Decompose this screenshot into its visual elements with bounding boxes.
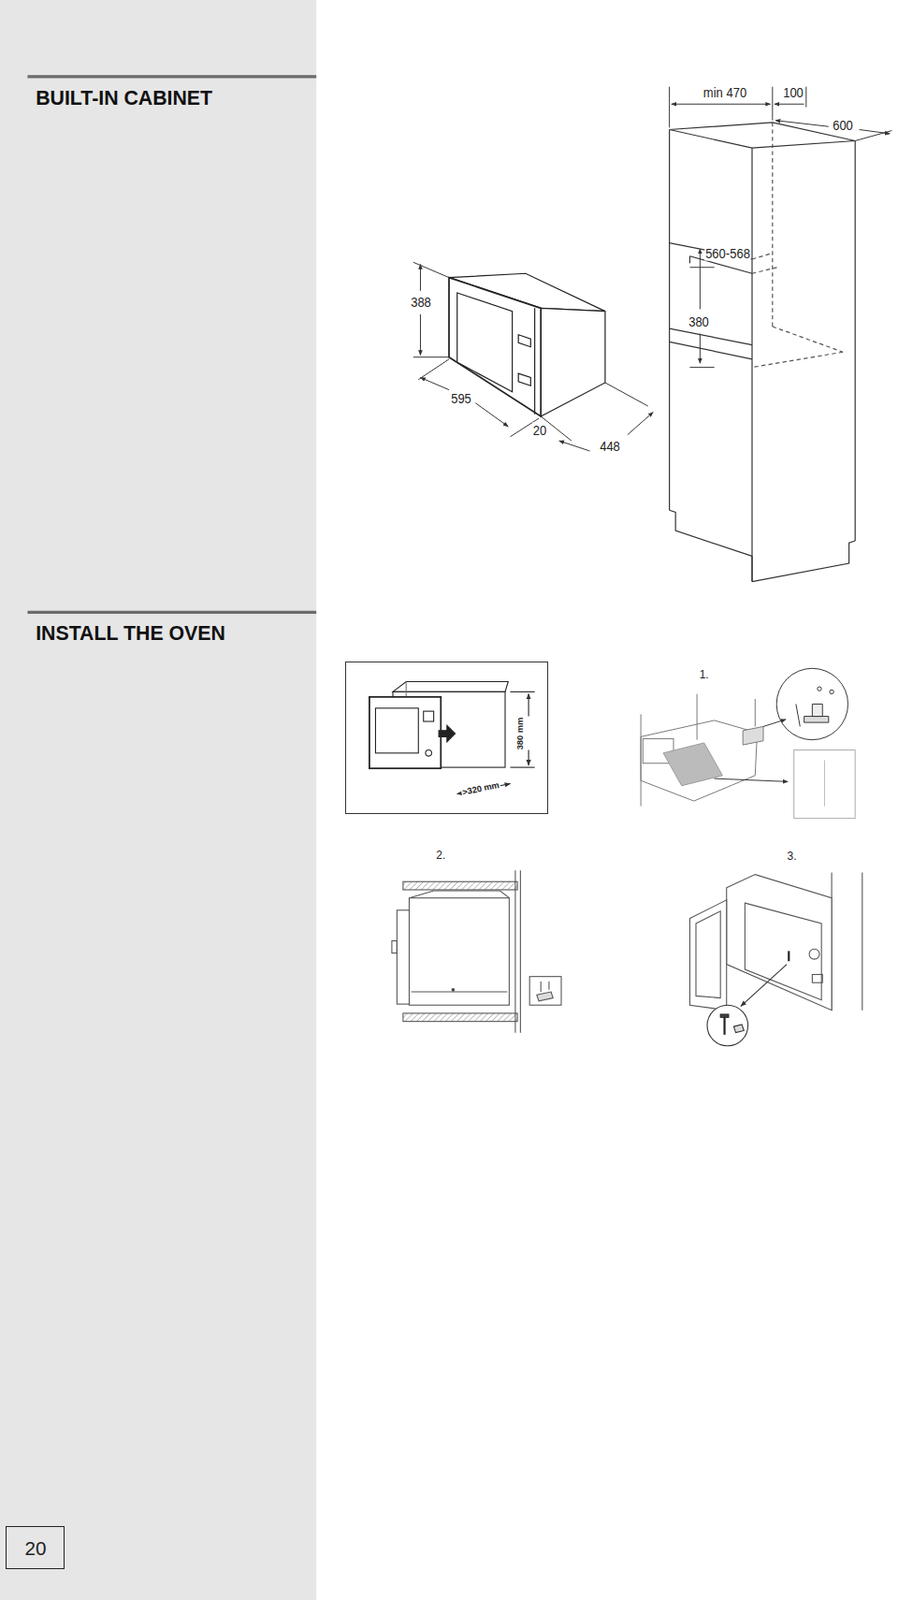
dimension-label: 448 (599, 437, 622, 454)
section-heading: INSTALL THE OVEN (35, 622, 226, 645)
node-text: 20 (25, 1536, 47, 1559)
microwave-drawing (449, 273, 606, 417)
page-number-box: 20 (5, 1525, 65, 1569)
step-number: 2. (435, 850, 446, 863)
step-3-drawing (689, 871, 862, 1045)
heading-rule (27, 74, 317, 78)
dimension-label: 388 (409, 293, 432, 310)
step-number: 3. (786, 851, 797, 864)
node-text: 380 mm (515, 716, 525, 752)
cabinet-drawing (669, 122, 856, 582)
dimension-label: 380 (688, 313, 710, 330)
dimension-label: 20 (532, 422, 548, 439)
dimension-label: min 470 (702, 85, 746, 102)
figure-frame: 380 mm >320 mm (345, 661, 549, 815)
dimension-label: 595 (449, 390, 472, 406)
step-1-drawing (640, 667, 855, 818)
heading-rule (27, 610, 317, 614)
dimension-label: 100 (782, 85, 804, 102)
install-figure (369, 680, 536, 794)
node-text: >320 mm (460, 780, 501, 798)
dimension-label: 600 (831, 117, 854, 134)
step-2-drawing (391, 869, 562, 1032)
step-number: 1. (699, 669, 710, 682)
dimension-lines (413, 261, 653, 451)
dimension-label: 560-568 (704, 245, 751, 261)
dimension-lines (669, 86, 893, 368)
side-panel (0, 0, 317, 1600)
section-heading: BUILT-IN CABINET (35, 87, 213, 110)
